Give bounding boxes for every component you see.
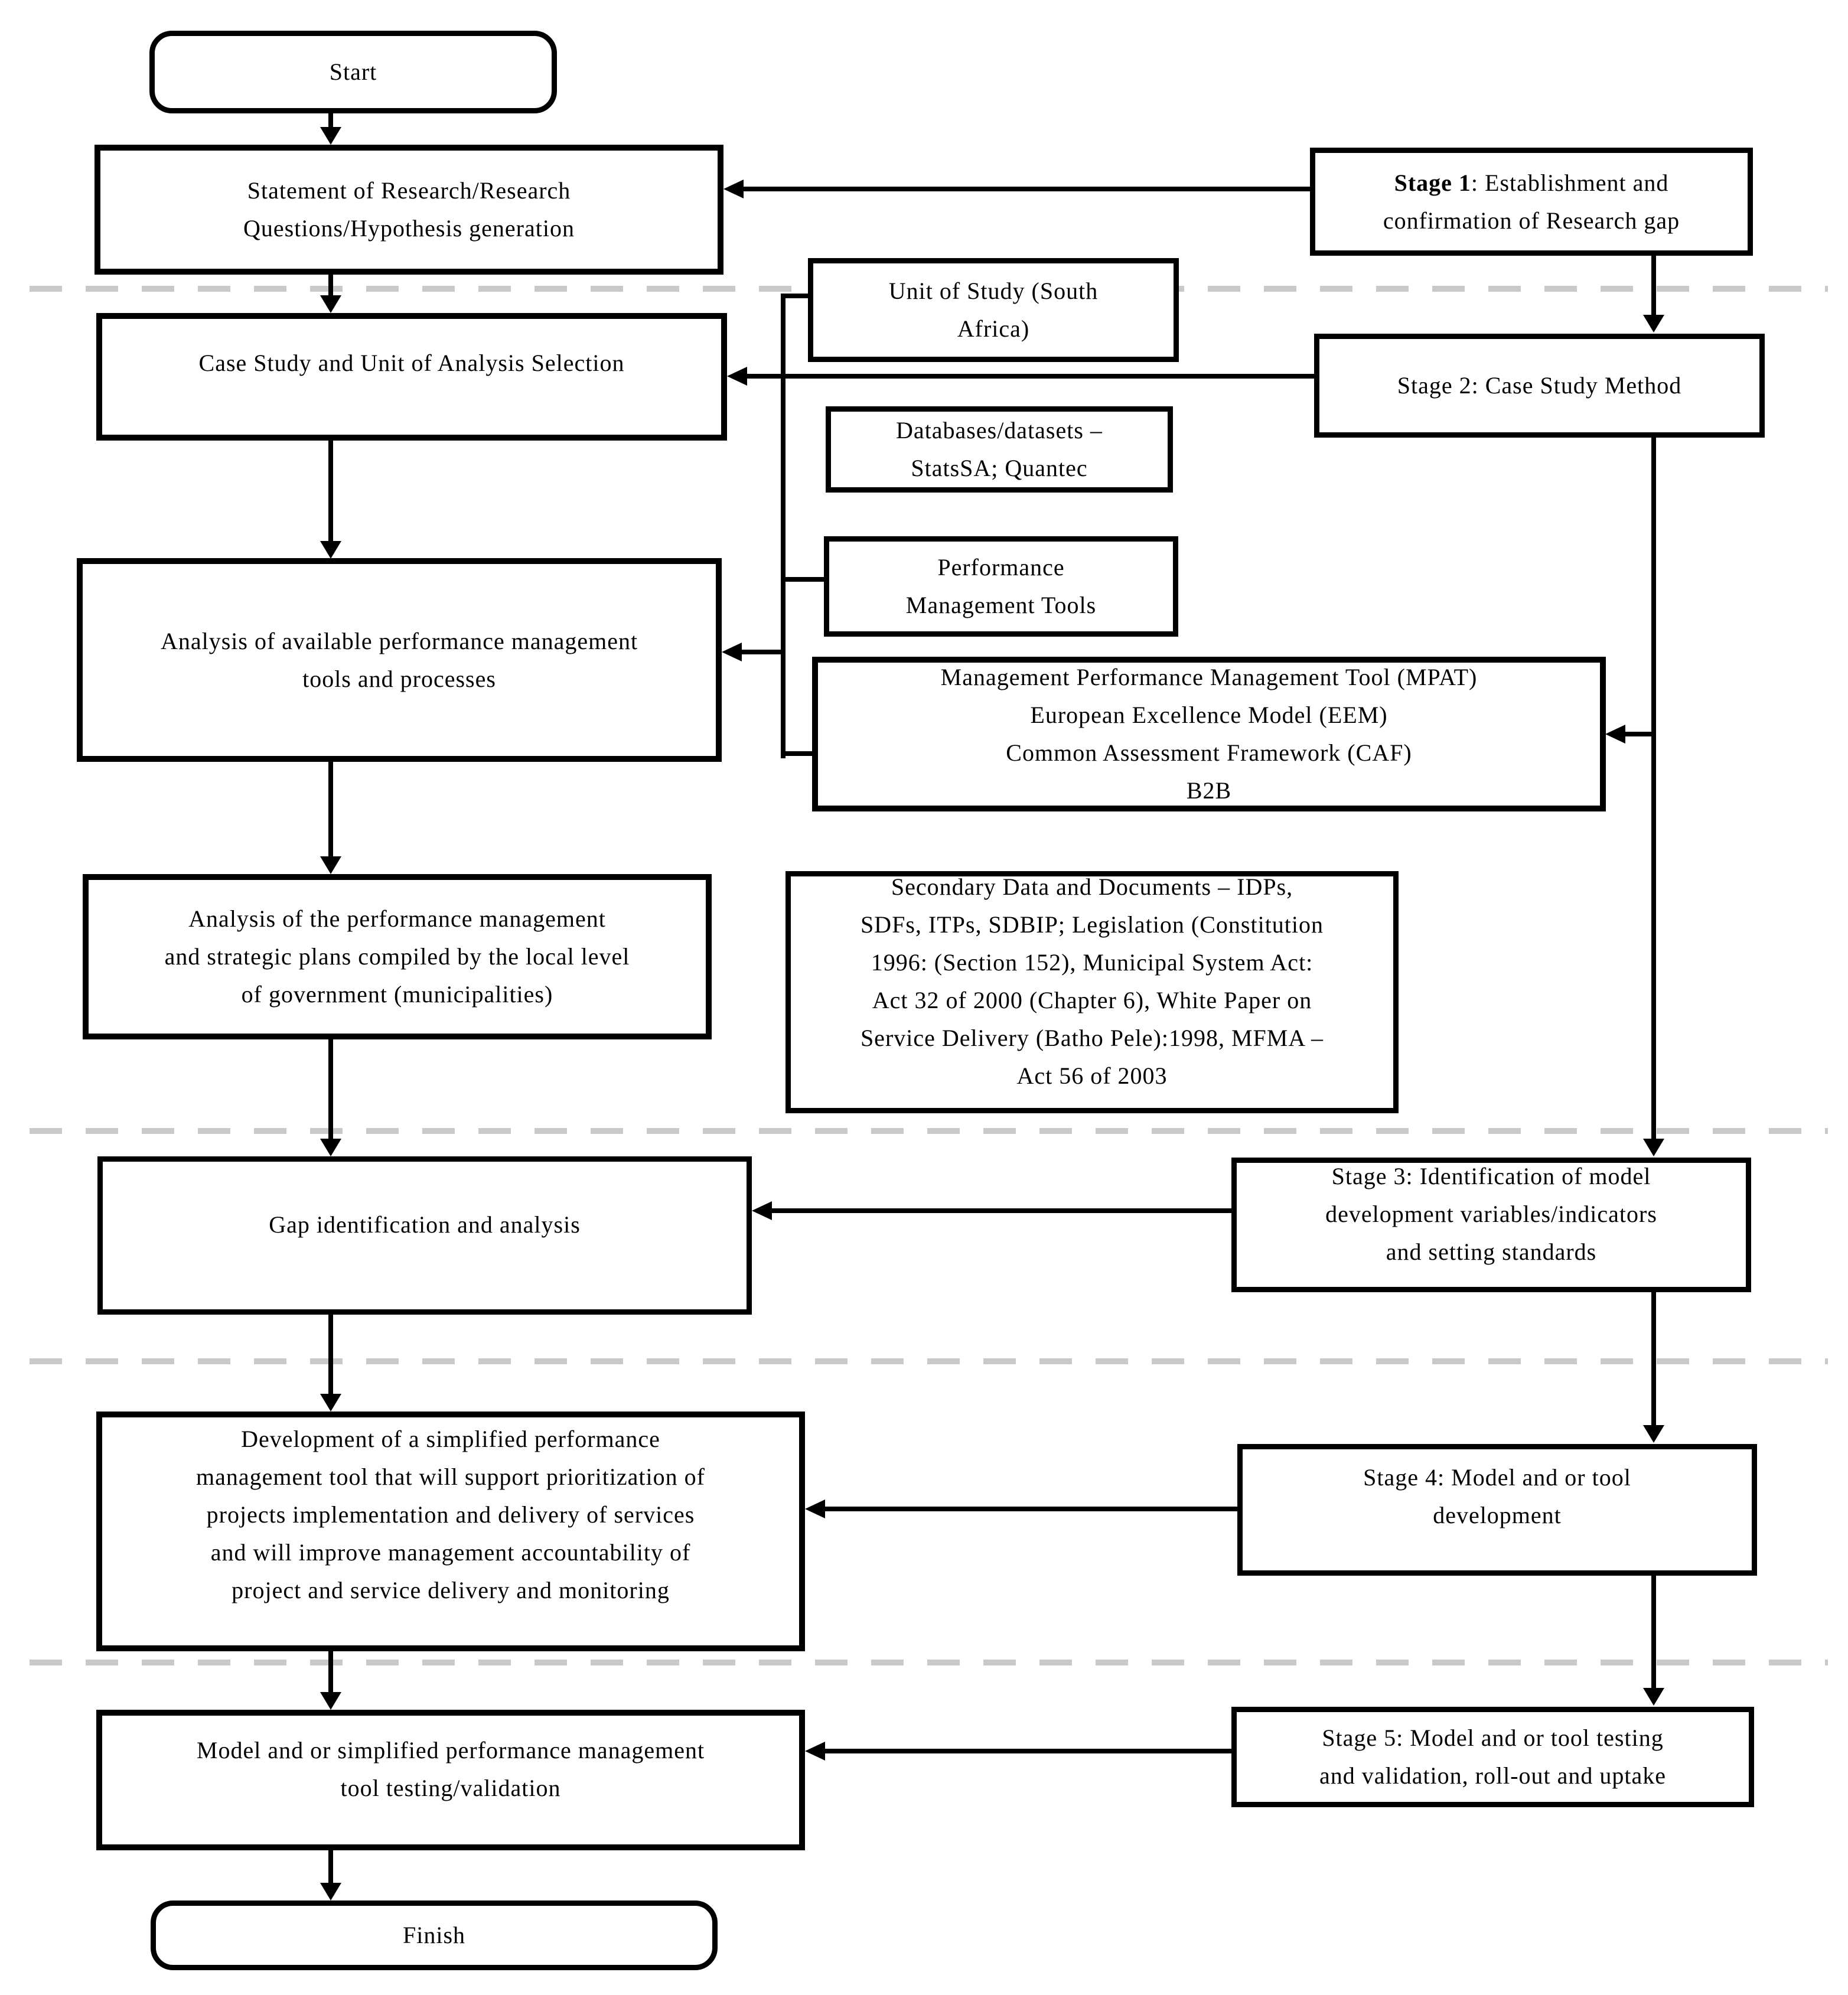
finish-node: Finish xyxy=(151,1901,718,1970)
arrow-case-to-analysis-shaft xyxy=(328,441,333,541)
bracket-stub-performance-tools xyxy=(781,577,826,582)
arrow-gap-to-development-head xyxy=(320,1394,341,1412)
arrow-spine-to-mpat-shaft xyxy=(1625,732,1656,736)
stage5-node: Stage 5: Model and or tool testing and v… xyxy=(1231,1707,1754,1807)
databases-node: Databases/datasets – StatsSA; Quantec xyxy=(826,406,1173,493)
arrow-statement-to-case-shaft xyxy=(328,275,333,295)
arrow-stage1-to-stage2-head xyxy=(1643,315,1664,332)
arrow-stage4-to-stage5-shaft xyxy=(1651,1576,1656,1688)
mpat-node: Management Performance Management Tool (… xyxy=(812,657,1606,811)
arrow-plans-to-gap-shaft xyxy=(328,1039,333,1139)
arrow-case-to-analysis-head xyxy=(320,541,341,559)
arrow-development-to-model-head xyxy=(320,1692,341,1710)
arrow-analysis-to-plans-head xyxy=(320,856,341,874)
arrow-stage4-to-development-head xyxy=(805,1499,825,1518)
stage1-node: Stage 1: Establishment and confirmation … xyxy=(1310,148,1753,256)
start-node: Start xyxy=(149,31,557,113)
arrow-stage4-to-development-shaft xyxy=(825,1507,1237,1511)
arrow-stage2-to-stage3-head xyxy=(1643,1139,1664,1156)
gap-node: Gap identification and analysis xyxy=(97,1156,752,1315)
analysis-plans-node: Analysis of the performance management a… xyxy=(83,874,712,1039)
arrow-spine-to-mpat-head xyxy=(1605,725,1625,744)
arrow-stage2-to-case-head xyxy=(727,367,747,386)
stage1-rest-label: : Establishment and xyxy=(1471,169,1669,196)
analysis-tools-node: Analysis of available performance manage… xyxy=(77,558,722,762)
bracket-stub-unit-of-study xyxy=(781,294,808,298)
stage-separator-3 xyxy=(30,1358,1828,1364)
statement-node: Statement of Research/Research Questions… xyxy=(94,145,723,275)
arrow-stage2-to-stage3-shaft xyxy=(1651,438,1656,1139)
arrow-stage4-to-stage5-head xyxy=(1643,1688,1664,1706)
bracket-stub-mpat xyxy=(781,751,812,756)
secondary-data-node: Secondary Data and Documents – IDPs, SDF… xyxy=(786,871,1399,1113)
arrow-development-to-model-shaft xyxy=(328,1651,333,1692)
arrow-plans-to-gap-head xyxy=(320,1139,341,1156)
arrow-start-to-statement-shaft xyxy=(328,112,333,127)
stage1-bold-label: Stage 1 xyxy=(1394,169,1471,196)
arrow-bracket-to-analysis-head xyxy=(722,643,742,661)
development-node: Development of a simplified performance … xyxy=(96,1412,805,1651)
unit-of-study-node: Unit of Study (South Africa) xyxy=(808,258,1179,362)
model-testing-node: Model and or simplified performance mana… xyxy=(96,1710,805,1850)
arrow-gap-to-development-shaft xyxy=(328,1315,333,1394)
arrow-model-to-finish-head xyxy=(320,1883,341,1901)
arrow-stage1-to-stage2-shaft xyxy=(1651,256,1656,315)
arrow-stage5-to-model-head xyxy=(805,1742,825,1761)
arrow-start-to-statement-head xyxy=(320,127,341,145)
arrow-model-to-finish-shaft xyxy=(328,1850,333,1883)
arrow-stage3-to-stage4-head xyxy=(1643,1425,1664,1443)
arrow-stage3-to-stage4-shaft xyxy=(1651,1292,1656,1425)
arrow-stage1-to-statement-shaft xyxy=(744,187,1310,191)
stage-separator-2 xyxy=(30,1128,1828,1134)
arrow-stage1-to-statement-head xyxy=(723,180,744,198)
stage3-node: Stage 3: Identification of model develop… xyxy=(1231,1158,1751,1292)
case-study-node: Case Study and Unit of Analysis Selectio… xyxy=(96,313,727,441)
bracket-vertical-line xyxy=(781,294,786,758)
arrow-stage3-to-gap-shaft xyxy=(772,1208,1231,1213)
arrow-stage2-to-case-shaft xyxy=(747,374,1314,379)
arrow-statement-to-case-head xyxy=(320,295,341,313)
stage-separator-4 xyxy=(30,1660,1828,1665)
arrow-stage3-to-gap-head xyxy=(752,1201,772,1220)
stage2-node: Stage 2: Case Study Method xyxy=(1314,334,1765,438)
performance-tools-node: Performance Management Tools xyxy=(824,536,1178,637)
stage4-node: Stage 4: Model and or tool development xyxy=(1237,1444,1757,1576)
arrow-analysis-to-plans-shaft xyxy=(328,762,333,856)
arrow-stage5-to-model-shaft xyxy=(825,1749,1231,1753)
arrow-bracket-to-analysis-shaft xyxy=(742,650,786,654)
